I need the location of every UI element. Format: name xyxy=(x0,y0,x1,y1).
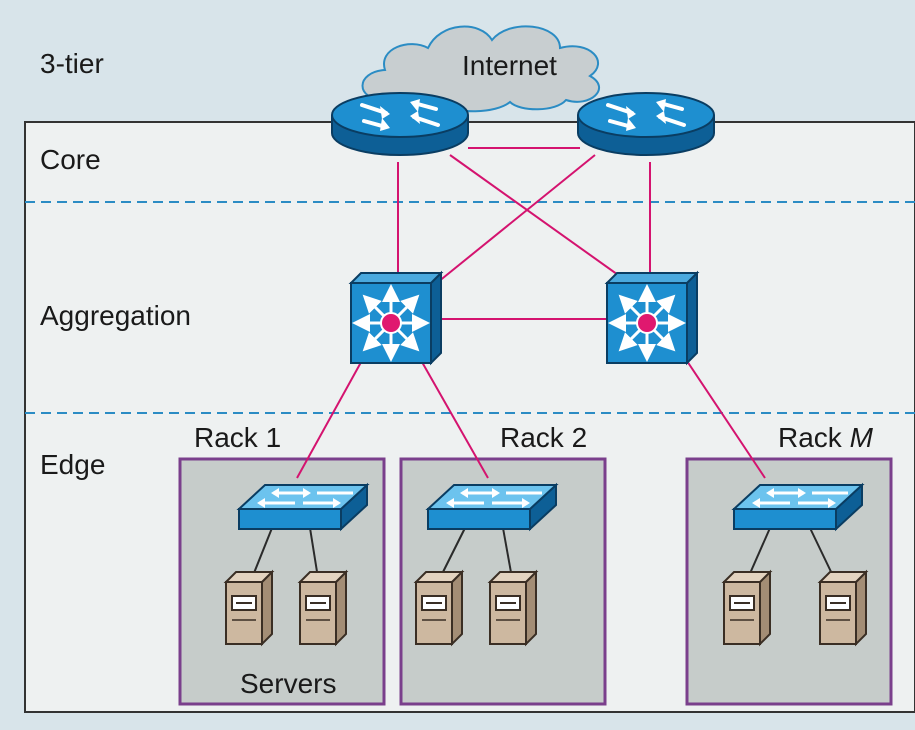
rack-label-m: Rack M xyxy=(778,424,873,452)
layer-label-edge: Edge xyxy=(40,449,106,480)
switch-icon xyxy=(732,483,864,531)
layer-label-core: Core xyxy=(40,144,101,175)
rack-label-prefix: Rack xyxy=(500,422,572,453)
rack-label-prefix: Rack xyxy=(194,422,266,453)
rack-label-prefix: Rack xyxy=(778,422,850,453)
cloud-label: Internet xyxy=(462,50,557,81)
switch-icon xyxy=(426,483,558,531)
switch-icon xyxy=(237,483,369,531)
cloud-icon xyxy=(361,25,600,113)
server-icon xyxy=(723,571,771,645)
server-icon xyxy=(299,571,347,645)
server-links xyxy=(251,527,835,579)
multilayer-switch-icon xyxy=(607,273,697,363)
rack-label-2: Rack 2 xyxy=(500,424,587,452)
server-icon xyxy=(489,571,537,645)
rack-label-number: 1 xyxy=(265,422,282,453)
diagram-title: 3-tier xyxy=(40,48,104,79)
servers-label: Servers xyxy=(240,668,337,699)
router-icon xyxy=(576,91,716,157)
rack-label-number: M xyxy=(849,422,873,453)
rack-label-number: 2 xyxy=(571,422,588,453)
multilayer-switch-icon xyxy=(351,273,441,363)
layer-label-aggregation: Aggregation xyxy=(40,300,192,331)
router-icon xyxy=(330,91,470,157)
server-icon xyxy=(819,571,867,645)
server-icon xyxy=(225,571,273,645)
server-icon xyxy=(415,571,463,645)
network-links xyxy=(296,147,766,479)
rack-label-1: Rack 1 xyxy=(194,424,281,452)
